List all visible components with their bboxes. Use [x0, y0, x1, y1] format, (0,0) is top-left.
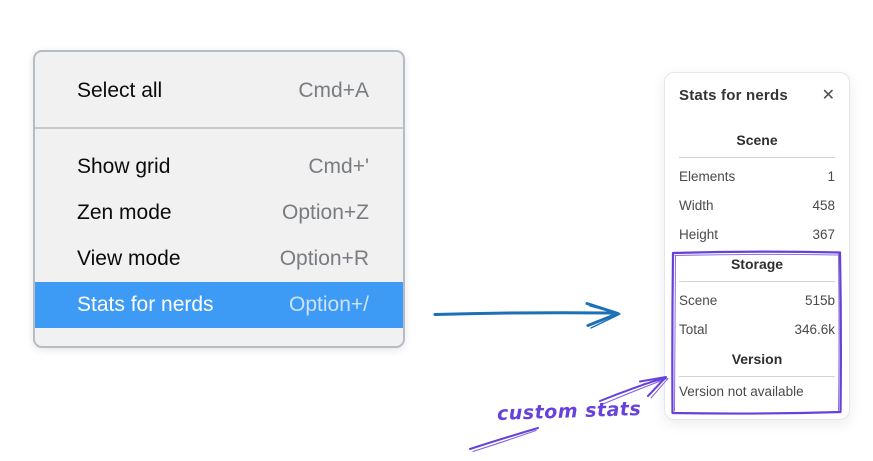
stat-row-scene-storage: Scene 515b	[679, 286, 835, 315]
menu-item-label: Zen mode	[77, 201, 172, 224]
stats-panel: Stats for nerds ✕ Scene Elements 1 Width…	[664, 72, 850, 420]
stat-value: 346.6k	[794, 322, 835, 337]
stat-value: 1	[827, 169, 835, 184]
menu-divider	[35, 127, 403, 129]
menu-item-shortcut: Cmd+'	[308, 155, 369, 178]
stat-row-height: Height 367	[679, 220, 835, 249]
custom-stats-label: custom stats	[496, 397, 642, 425]
menu-item-shortcut: Option+Z	[282, 201, 369, 224]
stat-row-width: Width 458	[679, 191, 835, 220]
stats-panel-title: Stats for nerds	[679, 87, 788, 104]
stat-row-elements: Elements 1	[679, 162, 835, 191]
stat-label: Total	[679, 322, 708, 337]
section-divider	[679, 157, 835, 158]
menu-to-panel-arrow	[433, 302, 621, 329]
stat-label: Height	[679, 227, 719, 242]
menu-item-shortcut: Cmd+A	[298, 79, 369, 102]
stat-value: 367	[812, 227, 835, 242]
menu-item-stats-for-nerds[interactable]: Stats for nerds Option+/	[35, 282, 403, 328]
menu-item-label: Stats for nerds	[77, 293, 214, 316]
menu-item-select-all[interactable]: Select all Cmd+A	[35, 68, 403, 114]
stat-value: 515b	[804, 293, 835, 308]
section-header-storage: Storage	[730, 256, 784, 272]
menu-item-label: Select all	[77, 79, 163, 102]
context-menu: Select all Cmd+A Show grid Cmd+' Zen mod…	[33, 50, 405, 348]
section-header-version: Version	[731, 351, 783, 367]
stats-panel-header: Stats for nerds ✕	[679, 87, 835, 104]
section-divider	[679, 376, 835, 377]
menu-item-zen-mode[interactable]: Zen mode Option+Z	[35, 190, 403, 236]
stat-label: Elements	[679, 169, 736, 184]
stat-row-total-storage: Total 346.6k	[679, 315, 835, 344]
section-header-scene: Scene	[736, 132, 778, 148]
menu-item-show-grid[interactable]: Show grid Cmd+'	[35, 144, 403, 190]
menu-item-shortcut: Option+R	[279, 247, 369, 270]
menu-item-view-mode[interactable]: View mode Option+R	[35, 236, 403, 282]
stat-value: 458	[812, 198, 835, 213]
section-divider	[679, 281, 835, 282]
menu-item-shortcut: Option+/	[289, 293, 369, 316]
version-note: Version not available	[679, 384, 804, 399]
menu-item-label: View mode	[77, 247, 181, 270]
close-icon[interactable]: ✕	[821, 86, 835, 104]
stat-label: Width	[679, 198, 714, 213]
stat-label: Scene	[679, 293, 718, 308]
menu-item-label: Show grid	[77, 155, 171, 178]
